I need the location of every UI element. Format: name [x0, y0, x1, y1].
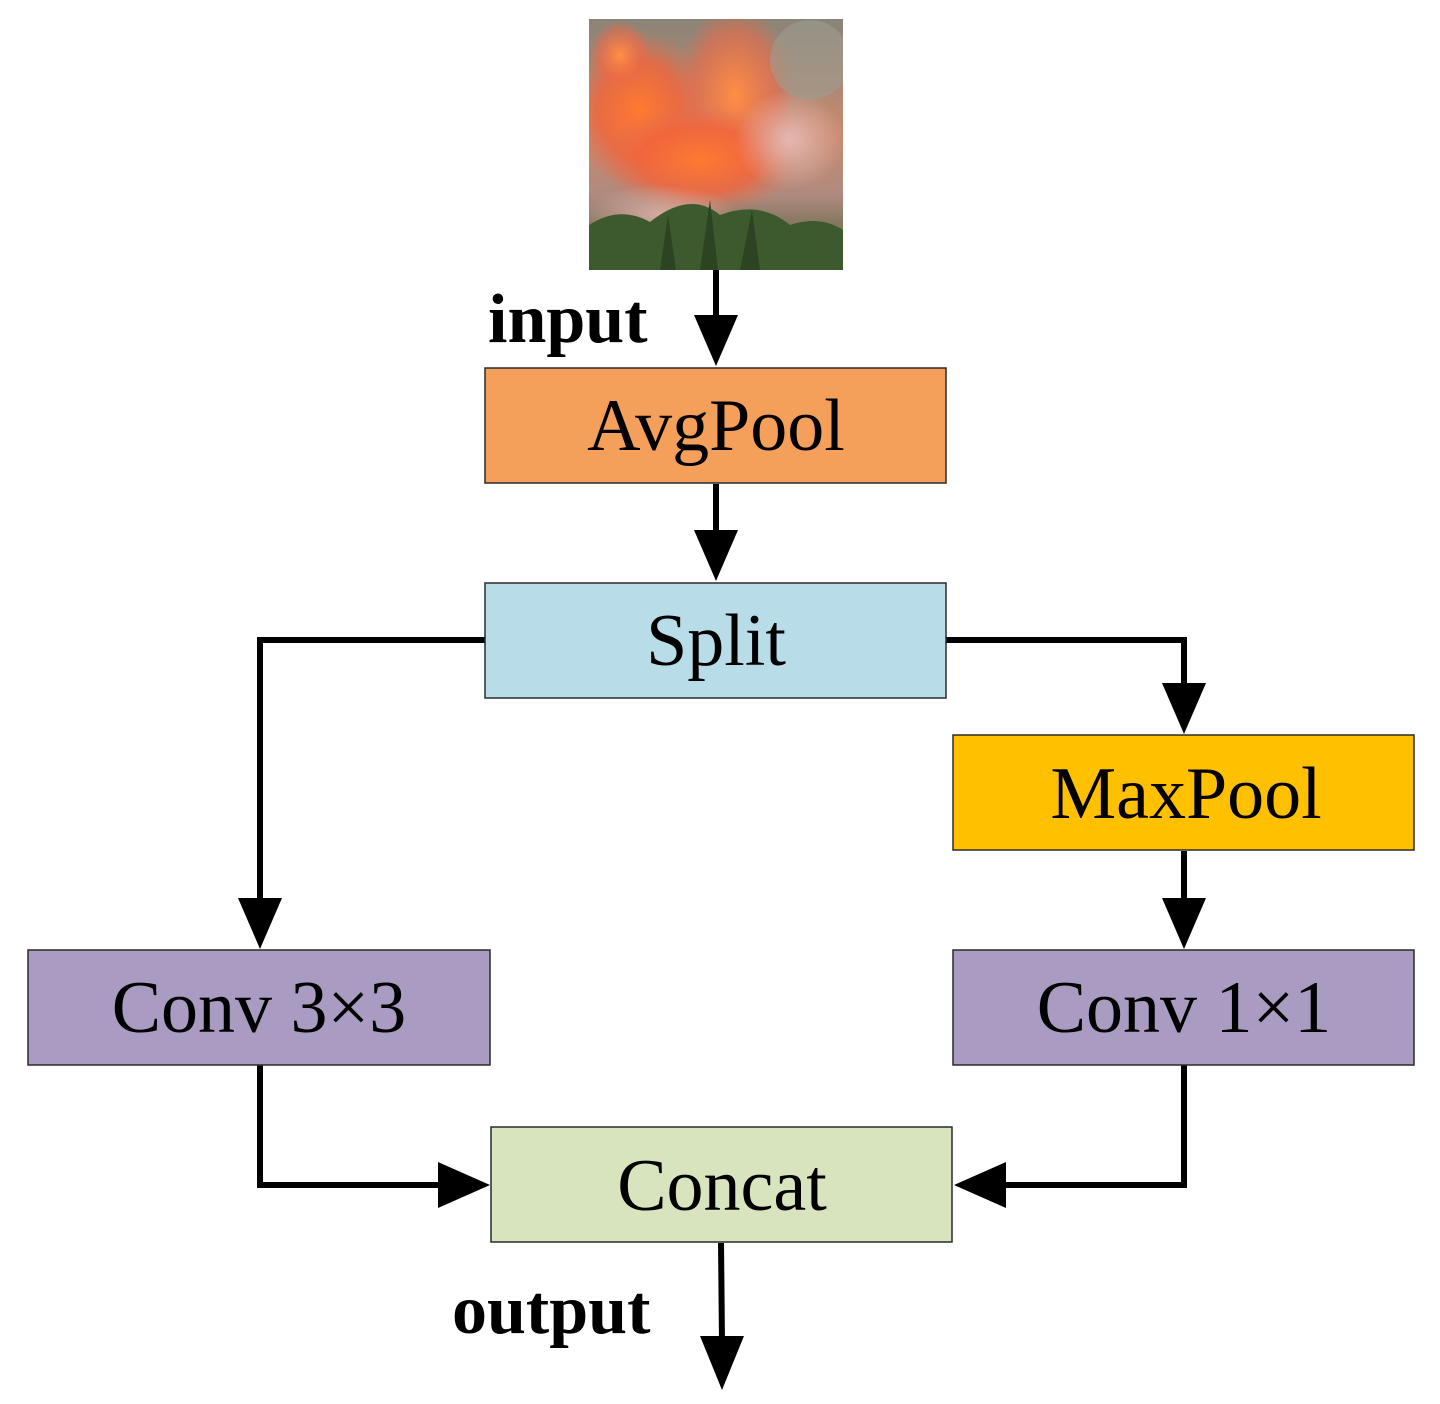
- arrowhead-conv1: [1162, 898, 1206, 949]
- conv3-box: [27, 949, 491, 1066]
- arrowhead-concat-right: [954, 1162, 1006, 1208]
- conv1-label: Conv 1×1: [1037, 967, 1332, 1049]
- avgpool-label: AvgPool: [587, 385, 845, 467]
- node-split: Split: [484, 582, 947, 699]
- edge-split-to-conv3: [257, 637, 485, 905]
- arrowhead-split: [694, 530, 738, 581]
- node-avgpool: AvgPool: [484, 367, 947, 484]
- conv3-label: Conv 3×3: [112, 967, 407, 1049]
- split-box: [484, 582, 947, 699]
- avgpool-box: [484, 367, 947, 484]
- edges: [238, 270, 1206, 1390]
- arrowhead-maxpool: [1162, 683, 1206, 734]
- node-maxpool: MaxPool: [952, 734, 1415, 851]
- input-label: input: [488, 281, 648, 358]
- output-label: output: [452, 1272, 650, 1349]
- node-conv1: Conv 1×1: [952, 949, 1415, 1066]
- arrowhead-concat-left: [438, 1162, 490, 1208]
- maxpool-label: MaxPool: [1050, 753, 1321, 835]
- node-concat: Concat: [490, 1126, 953, 1243]
- wildfire-photo-icon: [589, 19, 843, 270]
- edge-split-to-maxpool: [946, 637, 1187, 690]
- node-conv3: Conv 3×3: [27, 949, 491, 1066]
- split-label: Split: [646, 600, 786, 682]
- edge-concat-to-output: [718, 1242, 725, 1343]
- edge-conv3-to-concat: [257, 1065, 446, 1188]
- conv1-box: [952, 949, 1415, 1066]
- concat-box: [490, 1126, 953, 1243]
- arrowhead-output: [700, 1336, 744, 1390]
- concat-label: Concat: [617, 1145, 827, 1227]
- edge-conv1-to-concat: [998, 1065, 1187, 1188]
- arrowhead-conv3: [238, 898, 282, 949]
- maxpool-box: [952, 734, 1415, 851]
- arrowhead-avgpool: [694, 315, 738, 366]
